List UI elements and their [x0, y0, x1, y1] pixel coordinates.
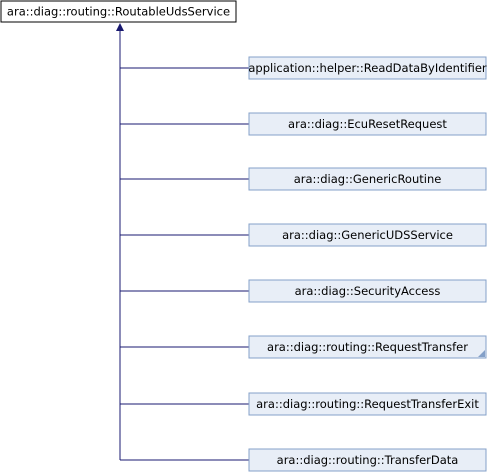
derived-class-node[interactable]: ara::diag::routing::TransferData: [248, 448, 487, 472]
derived-class-box: [248, 335, 487, 359]
derived-class-box: [248, 448, 487, 472]
derived-class-box: [248, 167, 487, 191]
derived-class-box: [248, 56, 487, 80]
derived-class-label: application::helper::ReadDataByIdentifie…: [248, 61, 487, 75]
derived-class-label: ara::diag::EcuResetRequest: [288, 117, 447, 131]
derived-class-box: [248, 223, 487, 247]
derived-class-node[interactable]: ara::diag::routing::RequestTransferExit: [248, 392, 487, 416]
derived-class-label: ara::diag::routing::RequestTransferExit: [256, 397, 479, 411]
base-class-node[interactable]: ara::diag::routing::RoutableUdsService: [0, 0, 237, 23]
base-class-box: [0, 0, 237, 23]
derived-class-label: ara::diag::routing::RequestTransfer: [267, 340, 468, 354]
derived-class-node[interactable]: application::helper::ReadDataByIdentifie…: [248, 56, 487, 80]
derived-class-label: ara::diag::GenericRoutine: [294, 172, 442, 186]
derived-class-node[interactable]: ara::diag::EcuResetRequest: [248, 112, 487, 136]
derived-class-box: [248, 392, 487, 416]
base-class-label: ara::diag::routing::RoutableUdsService: [7, 5, 230, 19]
derived-class-box: [248, 112, 487, 136]
derived-class-box: [248, 279, 487, 303]
more-subclasses-corner-icon: [478, 350, 485, 357]
derived-class-node[interactable]: ara::diag::GenericRoutine: [248, 167, 487, 191]
derived-class-node[interactable]: ara::diag::routing::RequestTransfer: [248, 335, 487, 359]
edges: [116, 23, 249, 461]
derived-class-label: ara::diag::GenericUDSService: [282, 228, 453, 242]
derived-class-node[interactable]: ara::diag::SecurityAccess: [248, 279, 487, 303]
derived-class-node[interactable]: ara::diag::GenericUDSService: [248, 223, 487, 247]
derived-class-label: ara::diag::SecurityAccess: [295, 284, 441, 298]
inheritance-arrowhead: [116, 23, 124, 31]
derived-class-label: ara::diag::routing::TransferData: [277, 453, 459, 467]
